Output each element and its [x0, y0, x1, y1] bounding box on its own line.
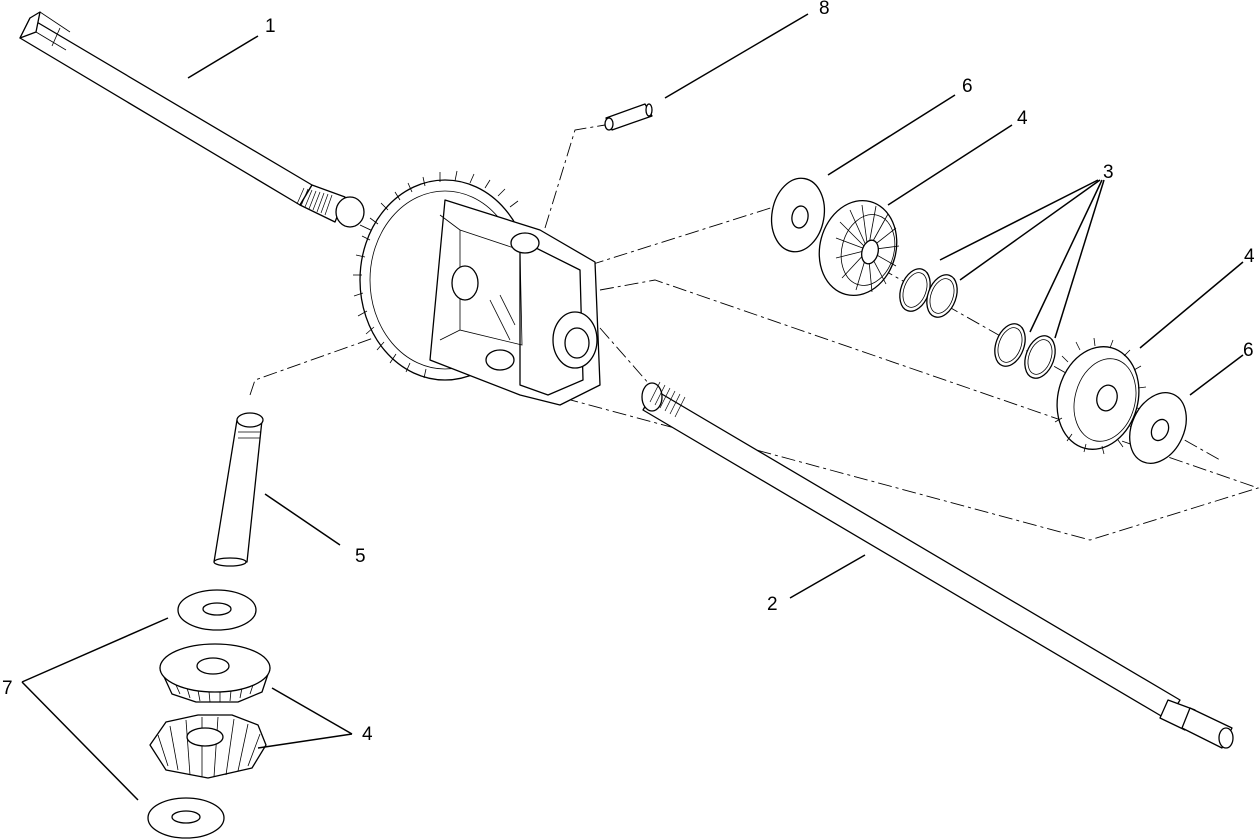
- axle-shaft-left: [19, 11, 365, 228]
- bevel-gear-right: [1054, 337, 1147, 455]
- leader-6-right: [1189, 354, 1244, 396]
- thrust-washer-kit-bottom: [147, 797, 225, 839]
- leader-4-right: [1139, 261, 1244, 349]
- bevel-gear-upper: [818, 199, 900, 297]
- callout-3: 3: [1103, 162, 1114, 183]
- leader-4-kit-a: [271, 687, 353, 735]
- axle-shaft-right: [641, 381, 1234, 749]
- callout-labels: 1 8 6 4 3 4 6 5 2 7 4: [2, 0, 1255, 745]
- small-pin: [604, 103, 653, 131]
- thrust-washer-kit-top: [177, 589, 257, 631]
- snap-rings: [899, 268, 1056, 379]
- callout-1: 1: [265, 16, 276, 37]
- cross-pin: [213, 412, 264, 567]
- pinion-gear-kit-upper: [159, 643, 271, 703]
- callout-6-upper: 6: [962, 76, 973, 97]
- ring-gear-teeth: [353, 170, 519, 379]
- leader-2: [789, 554, 866, 599]
- leader-3-a: [939, 179, 1099, 261]
- leader-3-c: [1029, 179, 1103, 333]
- callout-7: 7: [2, 678, 13, 699]
- leader-8: [664, 13, 809, 99]
- differential-case: [353, 170, 601, 406]
- callout-4-kit: 4: [362, 724, 373, 745]
- leader-lines: [21, 13, 1244, 801]
- leader-3-b: [959, 179, 1101, 281]
- callout-4-right: 4: [1244, 246, 1255, 267]
- leader-1: [187, 35, 259, 79]
- leader-4-kit-b: [257, 733, 353, 749]
- thrust-washer-upper: [770, 177, 826, 253]
- callout-6-right: 6: [1243, 340, 1254, 361]
- callout-5: 5: [355, 546, 366, 567]
- leader-7-a: [21, 617, 169, 683]
- pinion-gear-kit-lower: [149, 714, 267, 779]
- leader-7-b: [21, 681, 139, 801]
- axle-shaft-left-splines: [296, 187, 333, 216]
- leader-5: [264, 493, 341, 546]
- leader-4-upper: [887, 124, 1013, 206]
- callout-4-upper: 4: [1017, 108, 1028, 129]
- callout-8: 8: [819, 0, 830, 19]
- thrust-washer-right: [1129, 392, 1187, 464]
- leader-6-upper: [827, 94, 956, 176]
- leader-3-d: [1054, 179, 1105, 339]
- callout-2: 2: [767, 594, 778, 615]
- axle-shaft-right-splines: [649, 381, 686, 418]
